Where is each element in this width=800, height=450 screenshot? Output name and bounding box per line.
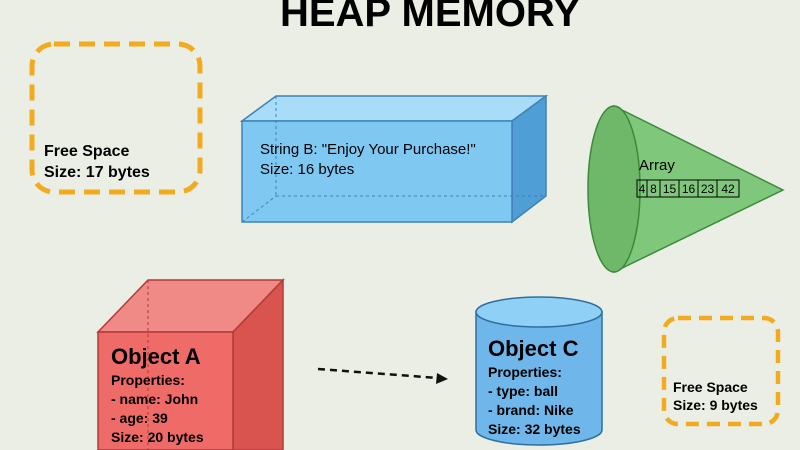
string-b-block: String B: "Enjoy Your Purchase!" Size: 1… (239, 94, 549, 224)
cylinder-top (475, 296, 603, 328)
free-space-border (661, 315, 781, 427)
object-c-block: Object C Properties: - type: ball - bran… (475, 296, 603, 446)
string-b-size: Size: 16 bytes (260, 161, 354, 178)
object-c-properties-label: Properties: (488, 364, 562, 380)
cube-front-face (97, 331, 234, 450)
free-space-1-label: Free Space (44, 143, 129, 160)
array-cell-value: 23 (701, 182, 715, 196)
free-space-2-size: Size: 9 bytes (673, 397, 758, 413)
array-cell-value: 42 (721, 182, 735, 196)
object-a-properties-label: Properties: (111, 372, 185, 388)
object-c-property-brand: - brand: Nike (488, 402, 574, 418)
object-a-property-age: - age: 39 (111, 410, 168, 426)
arrow-line (317, 367, 439, 380)
free-space-1-size: Size: 17 bytes (44, 164, 150, 181)
object-c-property-type: - type: ball (488, 383, 558, 399)
array-cell (716, 179, 740, 198)
free-space-block-2: Free Space Size: 9 bytes (661, 315, 781, 427)
cylinder-body (475, 311, 603, 446)
string-b-label: String B: "Enjoy Your Purchase!" (260, 141, 476, 158)
dashed-arrow (317, 367, 448, 384)
object-a-title: Object A (111, 344, 201, 369)
cone-base (587, 105, 641, 273)
array-cell-value: 4 (639, 182, 646, 196)
array-cell-value: 15 (663, 182, 677, 196)
page-title: HEAP MEMORY (280, 0, 580, 35)
array-cell-value: 16 (682, 182, 696, 196)
free-space-2-label: Free Space (673, 379, 748, 395)
prism-hidden-edge (241, 195, 277, 223)
array-label: Array (639, 157, 675, 174)
prism-front-face (241, 120, 513, 223)
object-a-size: Size: 20 bytes (111, 429, 204, 445)
arrow-head (436, 373, 448, 384)
object-c-title: Object C (488, 336, 579, 361)
array-cell-value: 8 (650, 182, 657, 196)
prism-top-face (239, 95, 549, 122)
object-a-property-name: - name: John (111, 391, 198, 407)
free-space-block-1: Free Space Size: 17 bytes (29, 41, 203, 195)
object-c-size: Size: 32 bytes (488, 421, 581, 437)
free-space-border (29, 41, 203, 195)
object-a-block: Object A Properties: - name: John - age:… (96, 278, 285, 450)
